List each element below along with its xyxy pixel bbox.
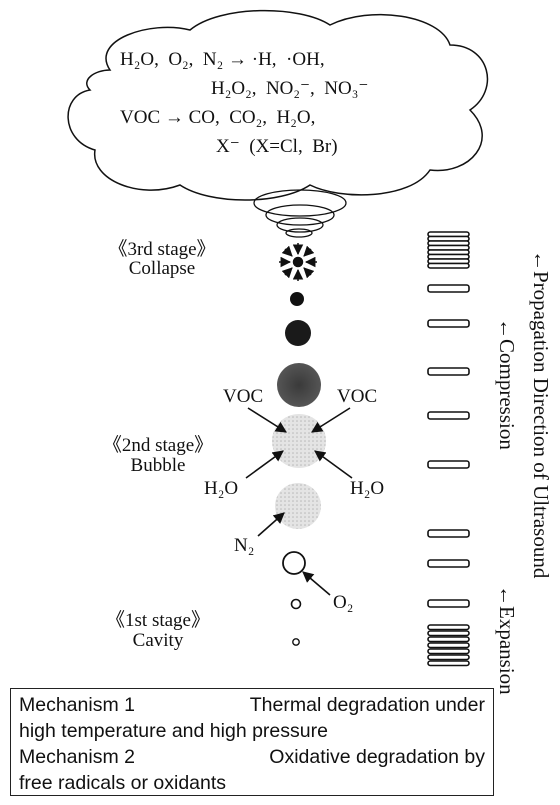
h2o-right-label: H₂O: [350, 478, 385, 499]
third-stage-title: 《3rd stage》: [108, 239, 216, 260]
n2-label: N₂: [234, 535, 255, 556]
ultrasound-plate: [427, 460, 470, 469]
h2o-left-label: H₂O: [204, 478, 239, 499]
second-stage-title: 《2nd stage》: [102, 435, 214, 456]
small-dark-bubble: [290, 292, 304, 306]
ultrasound-plate: [427, 636, 470, 643]
ultrasound-plate: [427, 284, 470, 293]
first-stage-title: 《1st stage》: [106, 610, 210, 631]
voc-left-label: VOC: [223, 386, 264, 407]
ultrasound-plate: [427, 630, 470, 637]
mechanism-1-row: Mechanism 1 Thermal degradation under: [19, 692, 485, 718]
first-stage-desc: Cavity: [132, 630, 184, 651]
ultrasound-plate: [427, 529, 470, 538]
ultrasound-plates: [427, 231, 470, 667]
mechanism-1-title: Mechanism 1: [19, 694, 135, 716]
cloud-tail: [253, 189, 347, 238]
compression-label: ←Compression: [495, 318, 519, 450]
ultrasound-plate: [427, 367, 470, 376]
medium-dark-bubble: [285, 320, 311, 346]
molecule-arrows: [245, 407, 353, 596]
propagation-direction-label: ←Propagation Direction of Ultrasound: [529, 250, 553, 579]
ultrasound-plate: [427, 599, 470, 608]
ultrasound-plate: [427, 654, 470, 661]
ultrasound-plate: [427, 660, 470, 667]
expansion-label: ←Expansion: [495, 585, 519, 695]
cloud-equation-line-1: H₂O, O₂, N₂ → ·H, ·OH,: [120, 49, 325, 70]
cavity-medium: [290, 598, 302, 610]
light-bubble-upper: [272, 414, 326, 468]
large-grey-bubble: [277, 363, 321, 407]
collapse-burst-icon: [279, 243, 317, 281]
ultrasound-plate: [427, 319, 470, 328]
cavity-small: [292, 638, 300, 646]
cavity-large: [282, 551, 306, 575]
ultrasound-plate: [427, 262, 470, 269]
mechanism-2-text-b: free radicals or oxidants: [19, 772, 227, 794]
mechanism-1-text-a: Thermal degradation under: [249, 694, 485, 716]
mechanisms-box: Mechanism 1 Thermal degradation under hi…: [10, 688, 494, 796]
mechanism-2-row: Mechanism 2 Oxidative degradation by: [19, 744, 485, 770]
mechanism-2-title: Mechanism 2: [19, 746, 135, 768]
third-stage-desc: Collapse: [128, 258, 196, 279]
o2-label: O₂: [333, 592, 354, 613]
cloud-equation-line-3: VOC → CO, CO₂, H₂O,: [120, 107, 316, 128]
light-bubble-lower: [275, 483, 321, 529]
thought-cloud: [67, 9, 489, 201]
mechanism-2-text-a: Oxidative degradation by: [269, 746, 485, 768]
second-stage-desc: Bubble: [130, 455, 186, 476]
ultrasound-plate: [427, 648, 470, 655]
ultrasound-plate: [427, 559, 470, 568]
ultrasound-plate: [427, 642, 470, 649]
ultrasound-plate: [427, 624, 470, 631]
cloud-equation-line-4: X⁻ (X=Cl, Br): [216, 136, 338, 157]
cloud-equation-line-2: H₂O₂, NO₂⁻, NO₃⁻: [211, 78, 369, 99]
voc-right-label: VOC: [337, 386, 378, 407]
mechanism-1-text-b: high temperature and high pressure: [19, 720, 328, 742]
ultrasound-plate: [427, 411, 470, 420]
